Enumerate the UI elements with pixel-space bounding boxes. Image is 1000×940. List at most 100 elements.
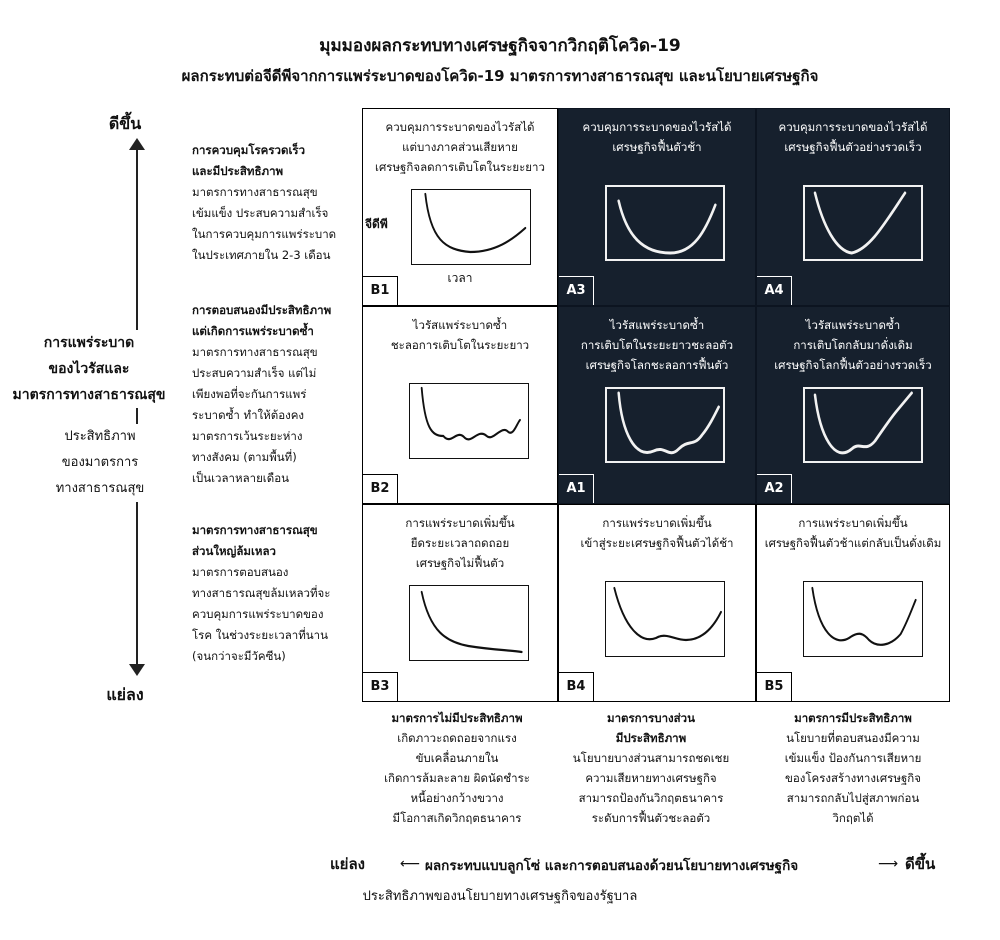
plot-y-axis-label: จีดีพี <box>365 217 388 231</box>
bottom-column-text: นโยบายบางส่วนสามารถชดเชย <box>572 751 730 765</box>
y-axis-label-line: มาตรการทางสาธารณสุข <box>12 387 166 403</box>
scenario-description-line: ไวรัสแพร่ระบาดซ้ำ <box>412 318 508 332</box>
row-description-heading: และมีประสิทธิภาพ <box>192 164 284 178</box>
scenario-code-label: A4 <box>757 276 792 305</box>
bottom-column-3: มาตรการมีประสิทธิภาพ นโยบายที่ตอบสนองมีค… <box>758 708 948 828</box>
gdp-curve <box>813 391 913 455</box>
bottom-column-text: ขับเคลื่อนภายใน <box>415 751 499 765</box>
x-axis-better-label: ดีขึ้น <box>905 855 936 873</box>
bottom-column-text: สามารถป้องกันวิกฤตธนาคาร <box>578 791 724 805</box>
scenario-description-line: ควบคุมการระบาดของไวรัสได้ <box>778 120 928 134</box>
scenario-description: ควบคุมการระบาดของไวรัสได้เศรษฐกิจฟื้นตัว… <box>757 117 949 157</box>
scenario-description-line: เศรษฐกิจลดการเติบโตในระยะยาว <box>375 160 545 174</box>
x-axis-label: ผลกระทบแบบลูกโซ่ และการตอบสนองด้วยนโยบาย… <box>425 858 799 874</box>
arrow-right-icon: ⟶ <box>878 856 899 872</box>
gdp-curve-plot <box>605 387 725 463</box>
row-description-text: มาตรการเว้นระยะห่าง <box>192 429 303 443</box>
scenario-code-label: B4 <box>559 672 594 701</box>
row-description-text: มาตรการตอบสนอง <box>192 565 289 579</box>
x-axis: แย่ลง ⟵ ผลกระทบแบบลูกโซ่ และการตอบสนองด้… <box>330 852 950 876</box>
gdp-curve-line <box>813 191 907 255</box>
scenario-code-label: B2 <box>363 474 398 503</box>
page-title: มุมมองผลกระทบทางเศรษฐกิจจากวิกฤติโควิด-1… <box>319 36 681 56</box>
scenario-code-label: B1 <box>363 276 398 305</box>
y-axis-label: การแพร่ระบาด ของไวรัสและ มาตรการทางสาธาร… <box>4 330 174 408</box>
gdp-curve-line <box>617 199 717 255</box>
row-description-text: ประสบความสำเร็จ แต่ไม่ <box>192 366 317 380</box>
gdp-curve-plot <box>411 189 531 265</box>
scenario-description-line: ไวรัสแพร่ระบาดซ้ำ <box>805 318 901 332</box>
bottom-column-text: เกิดภาวะถดถอยจากแรง <box>397 731 517 745</box>
scenario-description-line: เศรษฐกิจโลกชะลอการฟื้นตัว <box>585 358 729 372</box>
y-axis-sublabel-line: ทางสาธารณสุข <box>55 481 145 496</box>
gdp-curve-line <box>420 590 523 654</box>
gdp-curve <box>811 586 917 646</box>
row-description-text: ทางสาธารณสุขล้มเหลวที่จะ <box>192 586 331 600</box>
gdp-curve <box>424 192 527 254</box>
row-description-text: โรค ในช่วงระยะเวลาที่นาน <box>192 628 328 642</box>
bottom-column-text: หนี้อย่างกว้างขวาง <box>410 791 504 805</box>
row-description-text: ในประเทศภายใน 2-3 เดือน <box>192 248 331 262</box>
gdp-curve-line <box>613 586 722 642</box>
row-description-heading: มาตรการทางสาธารณสุข <box>192 523 318 537</box>
gdp-curve-plot <box>803 185 923 261</box>
x-axis-sublabel: ประสิทธิภาพของนโยบายทางเศรษฐกิจของรัฐบาล <box>362 889 638 904</box>
scenario-grid: ควบคุมการระบาดของไวรัสได้แต่บางภาคส่วนเส… <box>362 108 950 702</box>
row-description-text: ทางสังคม (ตามพื้นที่) <box>192 450 297 464</box>
bottom-column-text: ของโครงสร้างทางเศรษฐกิจ <box>784 771 921 785</box>
scenario-cell-a2: ไวรัสแพร่ระบาดซ้ำการเติบโตกลับมาดั่งเดิม… <box>756 306 950 504</box>
scenario-code-label: A3 <box>559 276 594 305</box>
gdp-curve <box>420 590 523 654</box>
gdp-curve-line <box>813 391 913 455</box>
gdp-curve <box>617 391 720 455</box>
scenario-description-line: แต่บางภาคส่วนเสียหาย <box>402 140 518 154</box>
gdp-curve-line <box>424 192 527 254</box>
scenario-description: ควบคุมการระบาดของไวรัสได้แต่บางภาคส่วนเส… <box>363 117 557 177</box>
bottom-column-text: มีโอกาสเกิดวิกฤตธนาคาร <box>392 811 522 825</box>
bottom-column-text: วิกฤตได้ <box>832 811 874 825</box>
bottom-column-2: มาตรการบางส่วน มีประสิทธิภาพ นโยบายบางส่… <box>556 708 746 828</box>
bottom-column-heading: มีประสิทธิภาพ <box>615 731 687 745</box>
arrow-left-icon: ⟵ <box>400 856 421 872</box>
scenario-description-line: เศรษฐกิจไม่ฟื้นตัว <box>415 556 505 570</box>
scenario-code-label: B5 <box>757 672 792 701</box>
scenario-cell-b2: ไวรัสแพร่ระบาดซ้ำชะลอการเติบโตในระยะยาว B… <box>362 306 558 504</box>
row-description-text: มาตรการทางสาธารณสุข <box>192 185 318 199</box>
scenario-description: ควบคุมการระบาดของไวรัสได้เศรษฐกิจฟื้นตัว… <box>559 117 755 157</box>
scenario-cell-a4: ควบคุมการระบาดของไวรัสได้เศรษฐกิจฟื้นตัว… <box>756 108 950 306</box>
page-subtitle: ผลกระทบต่อจีดีพีจากการแพร่ระบาดของโควิด-… <box>181 67 819 85</box>
bottom-column-text: เกิดการล้มละลาย ผิดนัดชำระ <box>384 771 530 785</box>
scenario-description: การแพร่ระบาดเพิ่มขึ้นเศรษฐกิจฟื้นตัวช้าแ… <box>757 513 949 553</box>
row-description-text: มาตรการทางสาธารณสุข <box>192 345 318 359</box>
scenario-description-line: ชะลอการเติบโตในระยะยาว <box>390 338 530 352</box>
bottom-column-text: นโยบายที่ตอบสนองมีความ <box>786 731 920 745</box>
gdp-curve <box>420 386 521 441</box>
scenario-code-label: B3 <box>363 672 398 701</box>
scenario-description-line: เศรษฐกิจฟื้นตัวช้า <box>612 140 702 154</box>
gdp-curve <box>613 586 722 642</box>
scenario-description-line: ควบคุมการระบาดของไวรัสได้ <box>385 120 535 134</box>
bottom-column-text: สามารถกลับไปสู่สภาพก่อน <box>786 791 920 805</box>
y-axis-sublabel-line: ประสิทธิภาพ <box>64 429 136 444</box>
scenario-description-line: ควบคุมการระบาดของไวรัสได้ <box>582 120 732 134</box>
y-axis-sublabel-line: ของมาตรการ <box>61 455 139 470</box>
row-description-text: ควบคุมการแพร่ระบาดของ <box>192 607 324 621</box>
gdp-curve <box>617 199 717 255</box>
scenario-code-label: A1 <box>559 474 594 503</box>
gdp-curve-plot <box>803 581 923 657</box>
scenario-description-line: การเติบโตกลับมาดั่งเดิม <box>793 338 913 352</box>
scenario-description: ไวรัสแพร่ระบาดซ้ำการเติบโตในระยะยาวชะลอต… <box>559 315 755 375</box>
plot-x-axis-label: เวลา <box>447 271 473 285</box>
row-description-text: ในการควบคุมการแพร่ระบาด <box>192 227 337 241</box>
row-description-text: เป็นเวลาหลายเดือน <box>192 471 289 485</box>
row-description-text: ระบาดซ้ำ ทำให้ต้องคง <box>192 408 305 422</box>
x-axis-worse-label: แย่ลง <box>330 855 365 873</box>
gdp-curve-line <box>811 586 917 646</box>
scenario-description-line: เศรษฐกิจฟื้นตัวอย่างรวดเร็ว <box>784 140 922 154</box>
bottom-column-heading: มาตรการไม่มีประสิทธิภาพ <box>391 711 523 725</box>
bottom-column-heading: มาตรการบางส่วน <box>607 711 695 725</box>
scenario-description-line: ยืดระยะเวลาถดถอย <box>410 536 510 550</box>
row-description-2: การตอบสนองมีประสิทธิภาพ แต่เกิดการแพร่ระ… <box>192 300 357 489</box>
gdp-curve-plot <box>409 383 529 459</box>
scenario-description-line: การแพร่ระบาดเพิ่มขึ้น <box>602 516 712 530</box>
